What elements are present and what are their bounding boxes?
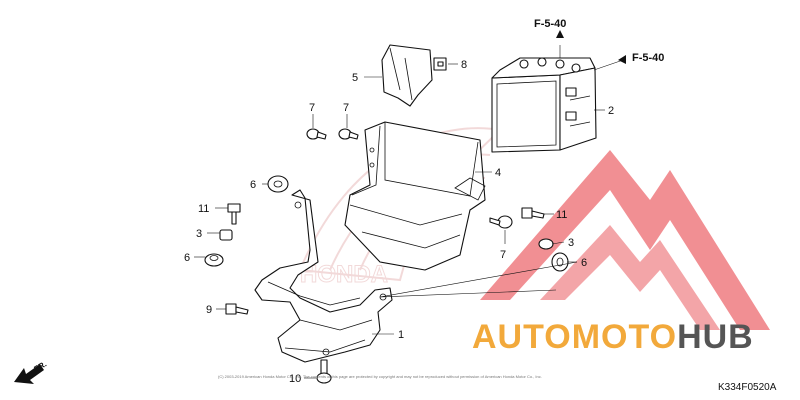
reference-top[interactable]: F-5-40 (534, 18, 566, 38)
svg-text:AUTOMOTOHUB: AUTOMOTOHUB (472, 318, 754, 356)
callout-6-top: 6 (250, 179, 256, 191)
callout-4: 4 (495, 167, 501, 179)
automotohub-wordmark: AUTOMOTOHUB (472, 318, 754, 356)
callout-3-right: 3 (568, 237, 574, 249)
leader-lines (194, 45, 627, 379)
grommet-top (267, 175, 289, 193)
abs-modulator (491, 57, 597, 153)
honda-wordmark: HONDA (300, 261, 388, 288)
cover-part (381, 44, 433, 107)
figure-code: K334F0520A (718, 382, 777, 393)
clip-part (433, 57, 447, 71)
callout-8: 8 (461, 59, 467, 71)
reference-right[interactable]: F-5-40 (618, 52, 664, 64)
screw-b (338, 128, 359, 140)
bolt-left (227, 203, 241, 225)
callout-9: 9 (206, 304, 212, 316)
collar-right (538, 238, 554, 250)
callout-7-b: 7 (343, 102, 349, 114)
screw-a (306, 128, 327, 140)
callout-3-left: 3 (196, 228, 202, 240)
bolt-10 (316, 359, 332, 384)
callout-11-left: 11 (198, 203, 209, 215)
tray-case (344, 121, 486, 271)
callout-7-a: 7 (309, 102, 315, 114)
callout-11-right: 11 (556, 209, 567, 221)
grommet-left (204, 253, 224, 267)
bolt-9 (225, 303, 249, 315)
front-direction-label: FR. (33, 359, 49, 373)
callout-6-left: 6 (184, 252, 190, 264)
callout-10: 10 (289, 373, 301, 385)
collar-left (219, 229, 233, 241)
callout-1: 1 (398, 329, 404, 341)
reference-label-top[interactable]: F-5-40 (534, 18, 566, 30)
bolt-right (521, 207, 545, 219)
callout-2: 2 (608, 105, 614, 117)
front-direction-indicator: FR. (14, 359, 48, 384)
callout-6-right: 6 (581, 257, 587, 269)
watermark-text-secondary: HUB (677, 318, 754, 356)
automotohub-logo (480, 150, 770, 330)
callout-7-c: 7 (500, 249, 506, 261)
grommet-right (551, 252, 569, 272)
copyright-notice: (C) 2003-2019 American Honda Motor Co., … (218, 374, 542, 379)
screw-c (489, 215, 513, 229)
reference-label-right[interactable]: F-5-40 (632, 52, 664, 64)
watermark-text-primary: AUTOMOTO (472, 318, 677, 356)
callout-5: 5 (352, 72, 358, 84)
